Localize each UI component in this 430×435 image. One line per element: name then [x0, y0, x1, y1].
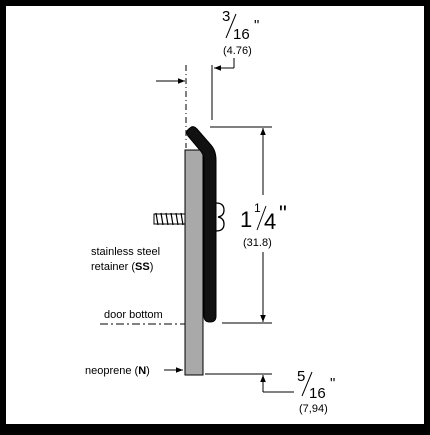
top-gap-inch-mark: " — [254, 17, 259, 34]
bottom-gap-metric: (7,94) — [299, 403, 328, 415]
stainless-steel-retainer — [184, 149, 204, 376]
bottom-gap-denominator: 16 — [309, 385, 326, 402]
retainer-label-line1: stainless steel — [91, 246, 160, 258]
retainer-label-line2: retainer (SS) — [91, 261, 153, 273]
sweep-clip — [215, 202, 225, 232]
bottom-gap-dimension: 5 16 " (7,94) — [297, 368, 335, 415]
top-gap-numerator: 3 — [222, 8, 230, 25]
bottom-gap-numerator: 5 — [297, 368, 305, 385]
height-whole: 1 — [240, 207, 252, 232]
height-dimension: 1 1 4 " (31.8) — [240, 201, 287, 249]
neoprene-sweep — [186, 126, 217, 323]
top-gap-metric: (4.76) — [223, 45, 252, 57]
height-numerator: 1 — [254, 201, 261, 215]
height-inch-mark: " — [279, 201, 287, 226]
height-denominator: 4 — [264, 209, 276, 234]
top-gap-denominator: 16 — [233, 26, 250, 43]
bottom-gap-inch-mark: " — [330, 375, 335, 392]
height-metric: (31.8) — [243, 237, 272, 249]
screw-icon — [153, 212, 186, 226]
top-gap-dimension: 3 16 " (4.76) — [222, 8, 259, 57]
door-bottom-label: door bottom — [104, 309, 163, 321]
neoprene-label: neoprene (N) — [85, 365, 150, 377]
